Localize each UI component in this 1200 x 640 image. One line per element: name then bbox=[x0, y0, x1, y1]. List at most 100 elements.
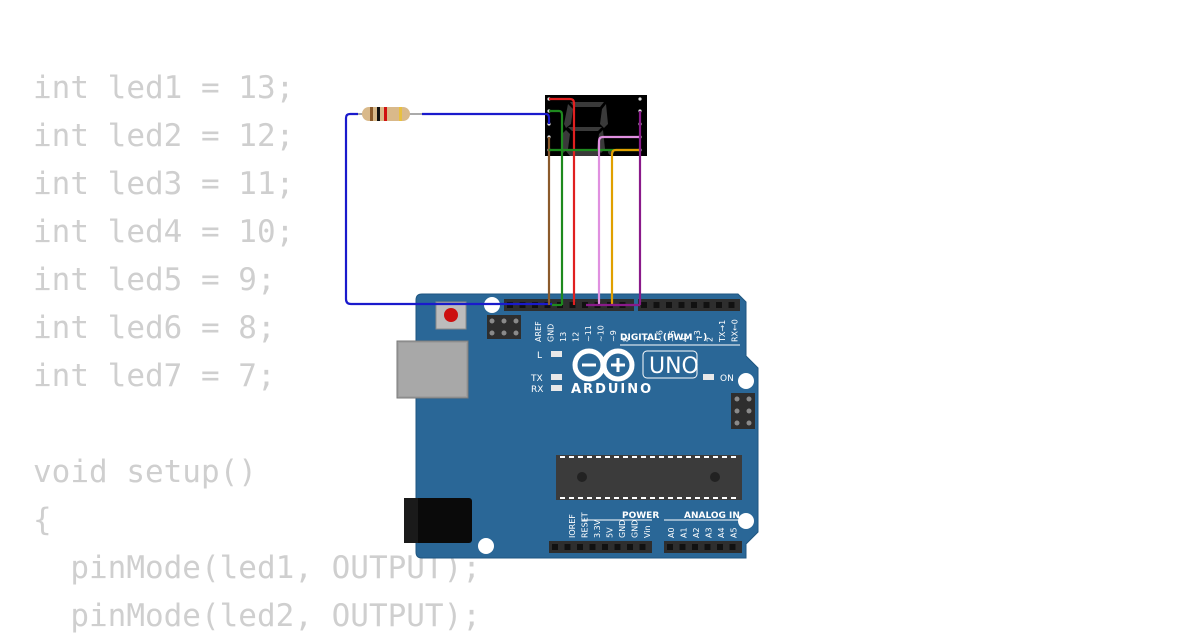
wire-red bbox=[549, 97, 576, 305]
pin-socket[interactable] bbox=[614, 544, 621, 550]
pin-label: A2 bbox=[692, 527, 701, 538]
reset-button[interactable] bbox=[435, 301, 467, 330]
pin-socket[interactable] bbox=[641, 302, 647, 308]
wire-blue bbox=[422, 112, 551, 124]
pin-socket[interactable] bbox=[653, 302, 660, 308]
pin-socket[interactable] bbox=[627, 544, 633, 550]
pin-socket[interactable] bbox=[667, 544, 673, 550]
pin-label: 13 bbox=[559, 332, 568, 342]
icsp-header-top bbox=[487, 315, 521, 339]
pin-socket[interactable] bbox=[717, 544, 723, 550]
pin-label: RESET bbox=[581, 512, 590, 538]
seven-segment-display[interactable] bbox=[545, 95, 647, 156]
led-rx-label: RX bbox=[531, 385, 543, 395]
led-rx bbox=[551, 385, 562, 391]
power-jack bbox=[404, 498, 472, 543]
pin-label: A5 bbox=[730, 527, 739, 538]
pin-socket[interactable] bbox=[666, 302, 672, 308]
code-line-10: { bbox=[33, 502, 52, 538]
wire-blue bbox=[344, 112, 552, 306]
pin-label: AREF bbox=[534, 321, 543, 342]
wire-yellow bbox=[610, 148, 640, 305]
pin-socket[interactable] bbox=[602, 544, 608, 550]
led-tx bbox=[551, 374, 562, 380]
pin-label: RX←0 bbox=[731, 319, 740, 342]
icsp-header-right bbox=[731, 393, 755, 429]
pin-socket[interactable] bbox=[552, 544, 558, 550]
resistor-icon[interactable] bbox=[358, 107, 422, 121]
led-on bbox=[703, 374, 714, 380]
pin-label: GND bbox=[547, 324, 556, 342]
led-on-label: ON bbox=[720, 374, 734, 384]
led-tx-label: TX bbox=[530, 374, 543, 384]
pin-label: 4 bbox=[681, 337, 690, 342]
pin-label: 2 bbox=[706, 337, 715, 342]
pin-socket[interactable] bbox=[582, 302, 588, 308]
code-line-1: int led1 = 13; bbox=[33, 70, 295, 106]
pin-label: ~6 bbox=[656, 330, 665, 342]
pin-socket[interactable] bbox=[729, 544, 736, 550]
pin-socket[interactable] bbox=[639, 544, 646, 550]
pin-socket[interactable] bbox=[728, 302, 735, 308]
microcontroller-chip bbox=[556, 455, 742, 500]
pin-label: 8 bbox=[622, 337, 631, 342]
model-label: UNO bbox=[649, 354, 699, 379]
pin-socket[interactable] bbox=[692, 544, 698, 550]
led-l-label: L bbox=[537, 351, 542, 361]
pin-socket[interactable] bbox=[589, 544, 596, 550]
wire-pink bbox=[597, 135, 640, 305]
pin-label: IOREF bbox=[568, 514, 577, 538]
led-l bbox=[551, 351, 562, 357]
code-line-2: int led2 = 12; bbox=[33, 118, 295, 154]
code-line-7: int led7 = 7; bbox=[33, 358, 276, 394]
indicator-leds: L TX RX ON bbox=[530, 351, 734, 395]
brand-label: ARDUINO bbox=[571, 382, 653, 397]
wire-green bbox=[549, 109, 564, 305]
pin-label: A3 bbox=[705, 527, 714, 538]
digital-header-right[interactable] bbox=[638, 299, 740, 311]
power-header[interactable] bbox=[549, 541, 652, 553]
pin-socket[interactable] bbox=[564, 544, 571, 550]
mounting-hole bbox=[738, 513, 754, 529]
pin-socket[interactable] bbox=[577, 544, 583, 550]
pin-label: A1 bbox=[680, 527, 689, 538]
pin-label: ~5 bbox=[668, 330, 677, 342]
pin-label: ~11 bbox=[584, 325, 593, 342]
pin-label: 3.3V bbox=[593, 519, 602, 538]
pin-socket[interactable] bbox=[679, 544, 686, 550]
pin-socket[interactable] bbox=[716, 302, 722, 308]
pin-socket[interactable] bbox=[703, 302, 710, 308]
code-editor-background: int led1 = 13; int led2 = 12; int led3 =… bbox=[33, 64, 633, 640]
pin-label: A4 bbox=[717, 527, 726, 538]
pin-socket[interactable] bbox=[704, 544, 711, 550]
wires[interactable] bbox=[344, 97, 642, 307]
pin-label: A0 bbox=[667, 527, 676, 538]
pin-label: GND bbox=[618, 520, 627, 538]
pin-label: 5V bbox=[606, 527, 615, 538]
pin-socket[interactable] bbox=[691, 302, 697, 308]
pin-socket[interactable] bbox=[678, 302, 685, 308]
code-line-6: int led6 = 8; bbox=[33, 310, 276, 346]
code-line-12: pinMode(led2, OUTPUT); bbox=[33, 598, 481, 634]
pin-label: GND bbox=[631, 520, 640, 538]
code-line-5: int led5 = 9; bbox=[33, 262, 276, 298]
pin-socket[interactable] bbox=[569, 302, 576, 308]
pin-label: ~10 bbox=[597, 325, 606, 342]
mounting-hole bbox=[478, 538, 494, 554]
infinity-plus-minus-icon bbox=[572, 348, 635, 382]
pin-label: Vin bbox=[643, 525, 652, 538]
bottom-pin-sockets[interactable] bbox=[552, 544, 736, 550]
pin-label: 12 bbox=[572, 332, 581, 342]
code-line-4: int led4 = 10; bbox=[33, 214, 295, 250]
code-line-9: void setup() bbox=[33, 454, 257, 490]
digital-pwm-label: DIGITAL (PWM ~) bbox=[620, 333, 707, 343]
analog-in-label: ANALOG IN bbox=[684, 511, 740, 521]
power-label: POWER bbox=[622, 511, 659, 521]
pin-label: ~3 bbox=[693, 330, 702, 342]
pin-label: ~9 bbox=[609, 330, 618, 342]
pin-label: TX→1 bbox=[718, 320, 727, 343]
